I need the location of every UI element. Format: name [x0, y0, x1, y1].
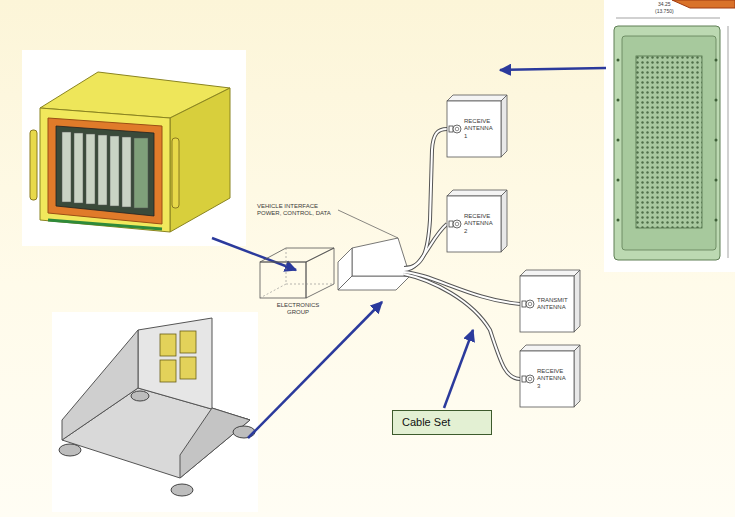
electronics-box: ELECTRONICS GROUP	[258, 244, 338, 322]
callout-box: Cable Set	[392, 410, 492, 435]
image-ground	[52, 312, 258, 512]
box-side	[501, 190, 507, 252]
circuit-cards	[62, 132, 148, 208]
image-ground	[604, 0, 735, 272]
connector-pin	[528, 377, 532, 381]
connector-pin	[455, 222, 459, 226]
box-front	[520, 276, 574, 332]
box-front	[260, 262, 306, 298]
chassis-illustration	[22, 50, 246, 246]
radiator-grid	[636, 56, 702, 228]
connector-nut	[453, 125, 461, 133]
antenna-box: TRANSMIT ANTENNA	[520, 270, 580, 332]
side-bracket	[180, 408, 250, 478]
box-top	[520, 270, 580, 276]
box-side	[501, 95, 507, 157]
part-label: ELECTRONICS GROUP	[272, 302, 324, 316]
image-ground	[22, 50, 246, 246]
base-rail	[48, 220, 162, 229]
box-top	[447, 95, 507, 101]
dimension-line	[728, 26, 729, 258]
box-side	[574, 345, 580, 407]
mount-line-drawing	[338, 238, 410, 290]
hidden-edge	[286, 284, 334, 285]
connector-body	[522, 376, 526, 382]
card-cage	[56, 126, 154, 216]
cable-set	[404, 129, 520, 379]
side-bracket	[62, 330, 138, 440]
connector-body	[449, 221, 453, 227]
leader-line	[338, 210, 398, 238]
handles	[30, 130, 179, 208]
antenna-box: RECEIVE ANTENNA 3	[520, 345, 580, 407]
dimension-line	[616, 18, 720, 19]
connector-body	[449, 126, 453, 132]
part-label: RECEIVE ANTENNA 2	[464, 213, 497, 235]
front-frame	[48, 118, 162, 224]
callout-text: Cable Set	[402, 416, 482, 429]
dimension-text: (13.750)	[654, 8, 675, 14]
connector-nut	[526, 300, 534, 308]
interface-label: VEHICLE INTERFACE POWER, CONTROL, DATA	[257, 203, 337, 217]
box-front	[447, 101, 501, 157]
connector-nut	[453, 220, 461, 228]
connector-nut	[526, 375, 534, 383]
chassis-front	[40, 108, 170, 232]
antenna-face	[622, 36, 716, 250]
dimension-text: 34.25	[657, 1, 672, 7]
mount-illustration	[52, 312, 258, 512]
bolts	[617, 59, 718, 222]
box-side	[574, 270, 580, 332]
antenna-box: RECEIVE ANTENNA 1	[447, 95, 507, 157]
back-plate	[138, 318, 250, 420]
antenna-illustration	[604, 0, 735, 272]
chassis-side	[170, 88, 230, 232]
antenna-panel	[614, 26, 720, 260]
connector-pin	[455, 127, 459, 131]
box-top	[447, 190, 507, 196]
shock-feet	[59, 391, 255, 496]
box-front	[447, 196, 501, 252]
box-top	[260, 248, 334, 262]
box-side	[306, 248, 334, 298]
connectors	[160, 331, 196, 382]
pointer-arrows	[212, 68, 606, 438]
connector-body	[522, 301, 526, 307]
part-label: RECEIVE ANTENNA 1	[464, 118, 497, 140]
part-label: TRANSMIT ANTENNA	[537, 297, 570, 311]
box-top	[520, 345, 580, 351]
box-front	[520, 351, 574, 407]
connector-pin	[528, 302, 532, 306]
logo-fragment	[672, 0, 735, 8]
antenna-box: RECEIVE ANTENNA 2	[447, 190, 507, 252]
hidden-edge	[260, 248, 286, 298]
part-label: RECEIVE ANTENNA 3	[537, 368, 570, 390]
